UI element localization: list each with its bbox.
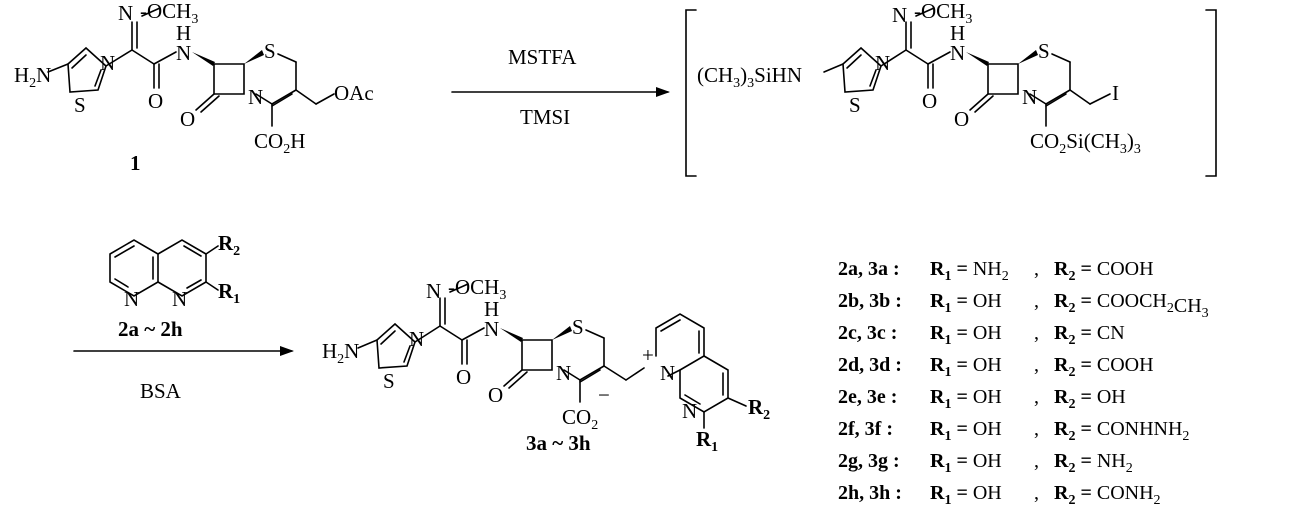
legend-separator: ,: [1034, 450, 1039, 472]
legend-compounds: 2h, 3h :: [838, 482, 902, 504]
amide-n: N: [176, 41, 191, 65]
int-lactam-n: N: [1022, 85, 1037, 109]
legend-r2: R2 = COOH: [1054, 258, 1154, 284]
legend-separator: ,: [1034, 386, 1039, 408]
product-3: N -OCH3 H N N S H2N O O N S CO2 − + N N …: [322, 275, 770, 455]
oxime-n: N: [118, 1, 133, 25]
reaction-arrow-2: BSA: [73, 346, 294, 403]
starting-material-1: N -OCH3 H N N S H2N O O N S OAc CO2H 1: [14, 0, 374, 175]
int-thiazole-n: N: [875, 51, 890, 75]
legend-r1: R1 = OH: [930, 450, 1002, 476]
thiazole-s: S: [74, 93, 86, 117]
legend-r2: R2 = NH2: [1054, 450, 1133, 476]
legend-r2: R2 = COOH: [1054, 354, 1154, 380]
product-label: 3a ~ 3h: [526, 431, 591, 455]
legend-r1: R1 = NH2: [930, 258, 1009, 284]
tms-amine-label: (CH3)3SiHN: [697, 63, 802, 91]
p-amide-o: O: [456, 365, 471, 389]
p-amine-h2n: H2N: [322, 339, 359, 367]
legend-separator: ,: [1034, 418, 1039, 440]
ring-s: S: [264, 39, 276, 63]
legend-separator: ,: [1034, 290, 1039, 312]
int-amide-h: H: [950, 21, 965, 45]
legend-r1: R1 = OH: [930, 354, 1002, 380]
p-carboxylate: CO2: [562, 405, 598, 433]
lactam-o: O: [180, 107, 195, 131]
legend-compounds: 2f, 3f :: [838, 418, 893, 440]
carboxyl-label: CO2H: [254, 129, 305, 157]
legend-separator: ,: [1034, 482, 1039, 504]
legend-r1: R1 = OH: [930, 386, 1002, 412]
reagent-2-label: 2a ~ 2h: [118, 317, 183, 341]
tms-ester-label: CO2Si(CH3)3: [1030, 129, 1141, 157]
p-naph-n: N: [682, 399, 697, 423]
methoxy-o: O: [147, 0, 162, 23]
reagent-bsa: BSA: [140, 379, 182, 403]
legend-separator: ,: [1034, 322, 1039, 344]
substituent-legend: 2a, 3a : R1 = NH2 R2 = COOH, 2b, 3b : R1 = O…: [838, 258, 1209, 508]
reagent-naphthyridine-2: N N R2 R1 2a ~ 2h: [109, 231, 240, 341]
legend-r1: R1 = OH: [930, 482, 1002, 508]
p-pyridinium-plus: +: [642, 343, 654, 367]
int-oxime-n: N: [892, 3, 907, 27]
p-thiazole-s: S: [383, 369, 395, 393]
p-pyridinium-n: N: [660, 361, 675, 385]
amide-h: H: [176, 21, 191, 45]
naph-r2: R2: [218, 231, 240, 259]
legend-r1: R1 = OH: [930, 290, 1002, 316]
p-lactam-n: N: [556, 361, 571, 385]
amide-o: O: [148, 89, 163, 113]
lactam-n: N: [248, 85, 263, 109]
legend-compounds: 2a, 3a :: [838, 258, 900, 280]
p-amide-h: H: [484, 297, 499, 321]
legend-separator: ,: [1034, 258, 1039, 280]
legend-compounds: 2d, 3d :: [838, 354, 902, 376]
legend-r2: R2 = OH: [1054, 386, 1126, 412]
silylated-intermediate: N -OCH3 H N N S (CH3)3SiHN O O N S I CO2…: [685, 0, 1217, 177]
thiazole-n: N: [100, 51, 115, 75]
p-r1: R1: [696, 427, 718, 455]
naph-r1: R1: [218, 279, 240, 307]
int-methoxy: -OCH3: [914, 0, 972, 27]
legend-separator: ,: [1034, 354, 1039, 376]
int-amide-o: O: [922, 89, 937, 113]
legend-r2: R2 = CONHNH2: [1054, 418, 1189, 444]
legend-compounds: 2e, 3e :: [838, 386, 897, 408]
p-lactam-o: O: [488, 383, 503, 407]
legend-compounds: 2g, 3g :: [838, 450, 900, 472]
p-oxime-n: N: [426, 279, 441, 303]
legend-r1: R1 = OH: [930, 418, 1002, 444]
int-thiazole-s: S: [849, 93, 861, 117]
reaction-arrow-1: MSTFA TMSI: [451, 45, 670, 129]
legend-compounds: 2c, 3c :: [838, 322, 897, 344]
int-lactam-o: O: [954, 107, 969, 131]
legend-r1: R1 = OH: [930, 322, 1002, 348]
p-ring-s: S: [572, 315, 584, 339]
p-r2: R2: [748, 395, 770, 423]
methoxy-label: -OCH3: [140, 0, 198, 27]
p-thiazole-n: N: [409, 327, 424, 351]
naph-n1: N: [124, 287, 139, 311]
legend-r2: R2 = CONH2: [1054, 482, 1161, 508]
reagent-tmsi: TMSI: [520, 105, 570, 129]
amine-h2n: H2N: [14, 63, 51, 91]
p-methoxy: -OCH3: [448, 275, 506, 303]
compound-1-label: 1: [130, 151, 141, 175]
legend-r2: R2 = CN: [1054, 322, 1125, 348]
oac-label: OAc: [334, 81, 374, 105]
reagent-mstfa: MSTFA: [508, 45, 577, 69]
p-amide-n: N: [484, 317, 499, 341]
int-amide-n: N: [950, 41, 965, 65]
iodo-label: I: [1112, 81, 1119, 105]
legend-r2: R2 = COOCH2CH3: [1054, 290, 1209, 321]
p-carboxylate-charge: −: [598, 383, 610, 407]
legend-compounds: 2b, 3b :: [838, 290, 902, 312]
naph-n8: N: [172, 287, 187, 311]
int-ring-s: S: [1038, 39, 1050, 63]
